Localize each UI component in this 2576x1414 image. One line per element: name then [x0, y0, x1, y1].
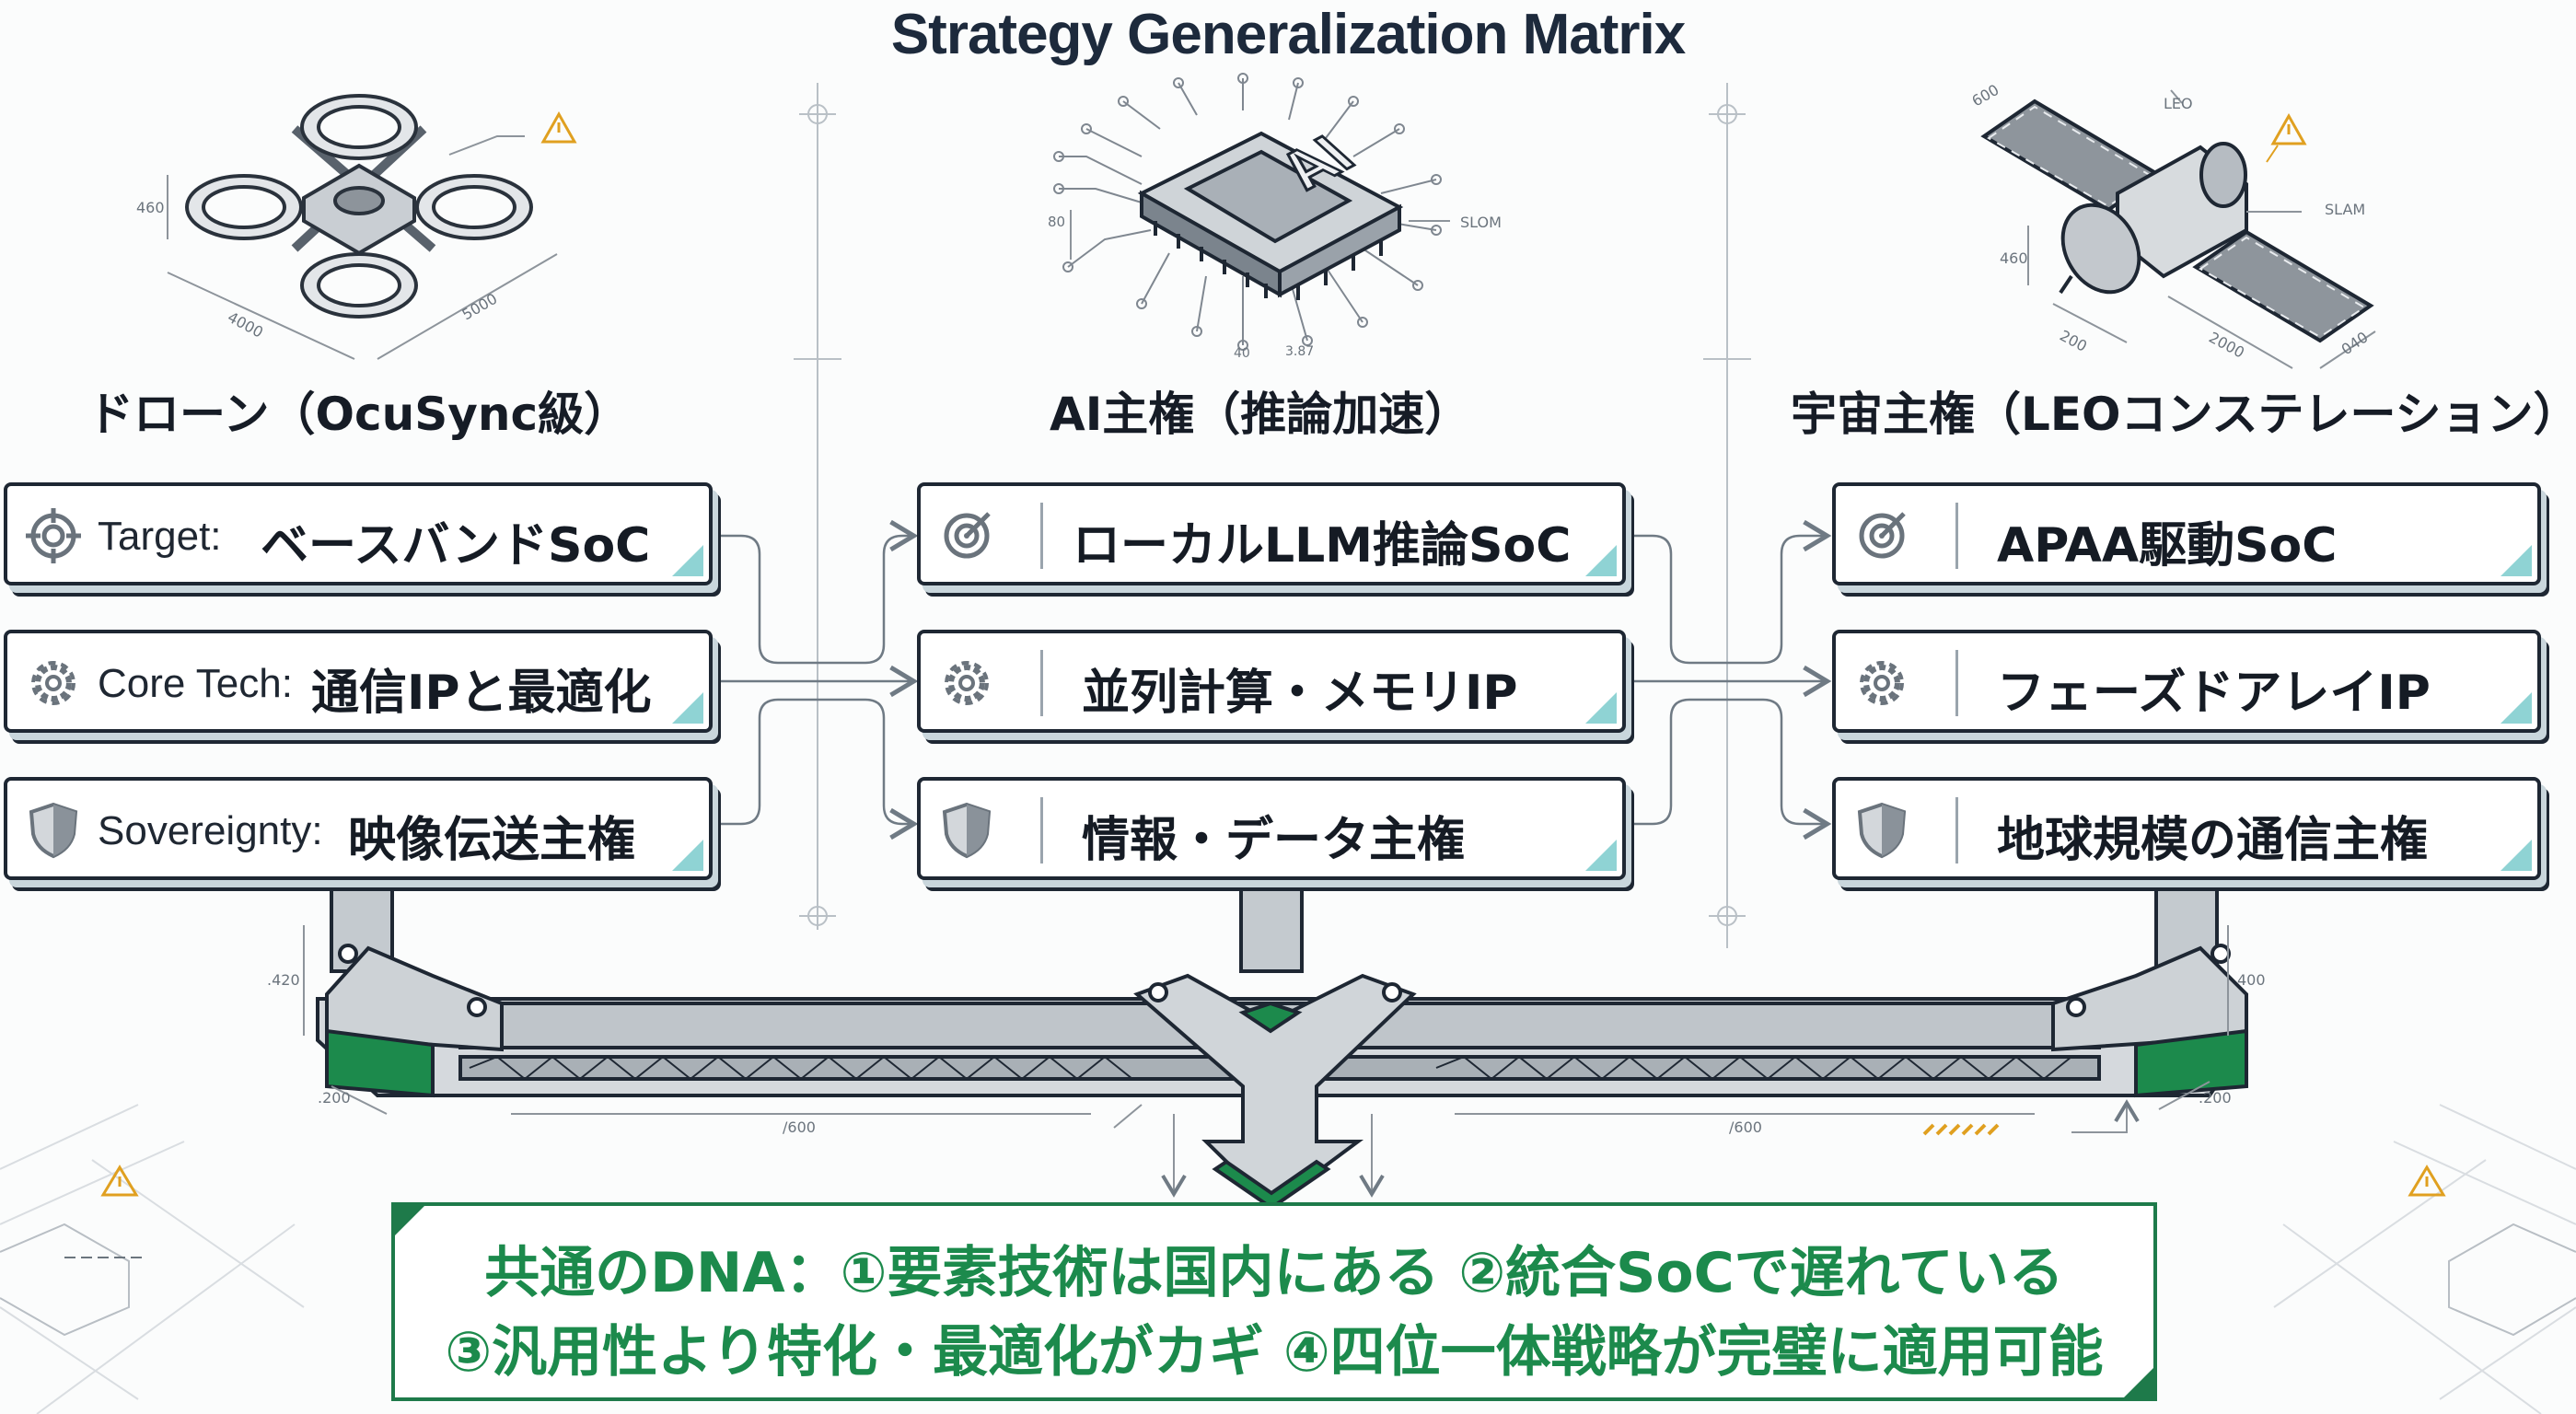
card-ai-sovereignty: 情報・データ主権	[917, 777, 1626, 880]
dim-beam-2: /600	[783, 1118, 816, 1136]
card-value: 並列計算・メモリIP	[1082, 666, 1518, 721]
target-icon	[944, 512, 991, 559]
dim-beam-0: .420	[267, 971, 300, 989]
svg-text:460: 460	[2000, 249, 2028, 267]
svg-text:SLOM: SLOM	[1460, 214, 1502, 231]
satellite-icon	[1980, 99, 2374, 343]
dim-beam-1: .200	[318, 1089, 351, 1107]
card-space-target: APAA駆動SoC	[1832, 482, 2541, 585]
summary-line-1: 共通のDNA：①要素技術は国内にある ②統合SoCで遅れている	[484, 1241, 2064, 1305]
svg-text:40: 40	[1234, 346, 1250, 361]
drone-icon	[185, 94, 533, 319]
card-corner-accent	[672, 840, 703, 871]
background-grid	[0, 1104, 2576, 1414]
svg-text:4000: 4000	[225, 308, 266, 342]
chip-traces	[1053, 73, 1442, 351]
card-drone-target: Target: ベースバンドSoC	[4, 482, 713, 585]
gear-icon	[945, 661, 989, 705]
svg-text:LEO: LEO	[2164, 95, 2193, 112]
card-value: 通信IPと最適化	[311, 666, 652, 721]
construction-lines	[794, 83, 1751, 948]
card-divider	[1040, 797, 1043, 863]
dim-beam-5: .200	[2199, 1089, 2232, 1107]
svg-text:5000: 5000	[459, 290, 501, 324]
dim-beam-4: 400	[2237, 971, 2266, 989]
card-value: ローカルLLM推論SoC	[1073, 518, 1572, 574]
card-value: 情報・データ主権	[1082, 813, 1466, 868]
chip-dimension-lines	[1070, 210, 1450, 260]
svg-text:3.87: 3.87	[1285, 344, 1314, 359]
card-value: 映像伝送主権	[348, 813, 636, 868]
column-title-drone: ドローン（OcuSync級）	[87, 388, 631, 441]
svg-text:SLAM: SLAM	[2325, 201, 2365, 218]
warning-icon-drone	[540, 110, 577, 144]
ai-chip-icon	[1137, 131, 1404, 300]
target-icon	[1859, 512, 1906, 559]
card-corner-accent	[672, 692, 703, 724]
shield-icon	[29, 802, 78, 859]
gear-icon	[1860, 661, 1904, 705]
svg-text:80: 80	[1048, 214, 1065, 230]
card-corner-accent	[672, 545, 703, 576]
card-space-sovereignty: 地球規模の通信主権	[1832, 777, 2541, 880]
warning-icon-right	[2408, 1165, 2446, 1197]
dim-drone-h: 460	[136, 199, 165, 216]
hazard-stripe	[1922, 1123, 2000, 1136]
card-value: ベースバンドSoC	[261, 518, 651, 574]
card-ai-target: ローカルLLM推論SoC	[917, 482, 1626, 585]
target-icon	[26, 508, 81, 563]
shield-icon	[942, 802, 992, 859]
card-label: Target:	[98, 514, 222, 559]
card-corner-accent	[2501, 840, 2532, 871]
shield-icon	[1857, 802, 1907, 859]
card-divider	[1955, 503, 1958, 569]
warning-icon-left	[100, 1165, 139, 1197]
card-ai-core-tech: 並列計算・メモリIP	[917, 630, 1626, 733]
card-label: Core Tech:	[98, 661, 293, 706]
card-divider	[1955, 797, 1958, 863]
card-value: APAA駆動SoC	[1997, 518, 2338, 574]
card-corner-accent	[1585, 545, 1617, 576]
card-corner-accent	[1585, 692, 1617, 724]
dim-beam-3: /600	[1729, 1118, 1762, 1136]
card-divider	[1040, 650, 1043, 716]
svg-text:200: 200	[2057, 327, 2090, 355]
card-value: フェーズドアレイIP	[1997, 666, 2431, 721]
page-title: Strategy Generalization Matrix	[890, 3, 1686, 66]
summary-corner-accent	[391, 1202, 428, 1239]
summary-box: 共通のDNA：①要素技術は国内にある ②統合SoCで遅れている ③汎用性より特化…	[391, 1202, 2157, 1401]
card-drone-core-tech: Core Tech: 通信IPと最適化	[4, 630, 713, 733]
beam-dimension-lines	[303, 925, 2229, 1198]
card-corner-accent	[2501, 545, 2532, 576]
gear-icon	[31, 661, 75, 705]
satellite-dimension-lines	[2027, 89, 2376, 369]
bottom-beam	[316, 887, 2248, 1211]
card-space-core-tech: フェーズドアレイIP	[1832, 630, 2541, 733]
summary-corner-accent	[2120, 1364, 2157, 1401]
column-title-ai: AI主権（推論加速）	[1050, 388, 1471, 441]
card-divider	[1040, 503, 1043, 569]
connector-lines	[718, 519, 1832, 840]
card-value: 地球規模の通信主権	[1997, 813, 2429, 868]
card-corner-accent	[2501, 692, 2532, 724]
card-drone-sovereignty: Sovereignty: 映像伝送主権	[4, 777, 713, 880]
summary-line-2: ③汎用性より特化・最適化がカギ ④四位一体戦略が完璧に適用可能	[445, 1320, 2104, 1385]
card-label: Sovereignty:	[98, 808, 323, 853]
svg-text:2000: 2000	[2206, 329, 2247, 362]
svg-text:600: 600	[1969, 81, 2002, 110]
drone-dimension-lines	[167, 135, 558, 360]
card-divider	[1955, 650, 1958, 716]
warning-icon-satellite	[2266, 112, 2307, 163]
column-title-space: 宇宙主権（LEOコンステレーション）	[1791, 388, 2576, 441]
card-corner-accent	[1585, 840, 1617, 871]
